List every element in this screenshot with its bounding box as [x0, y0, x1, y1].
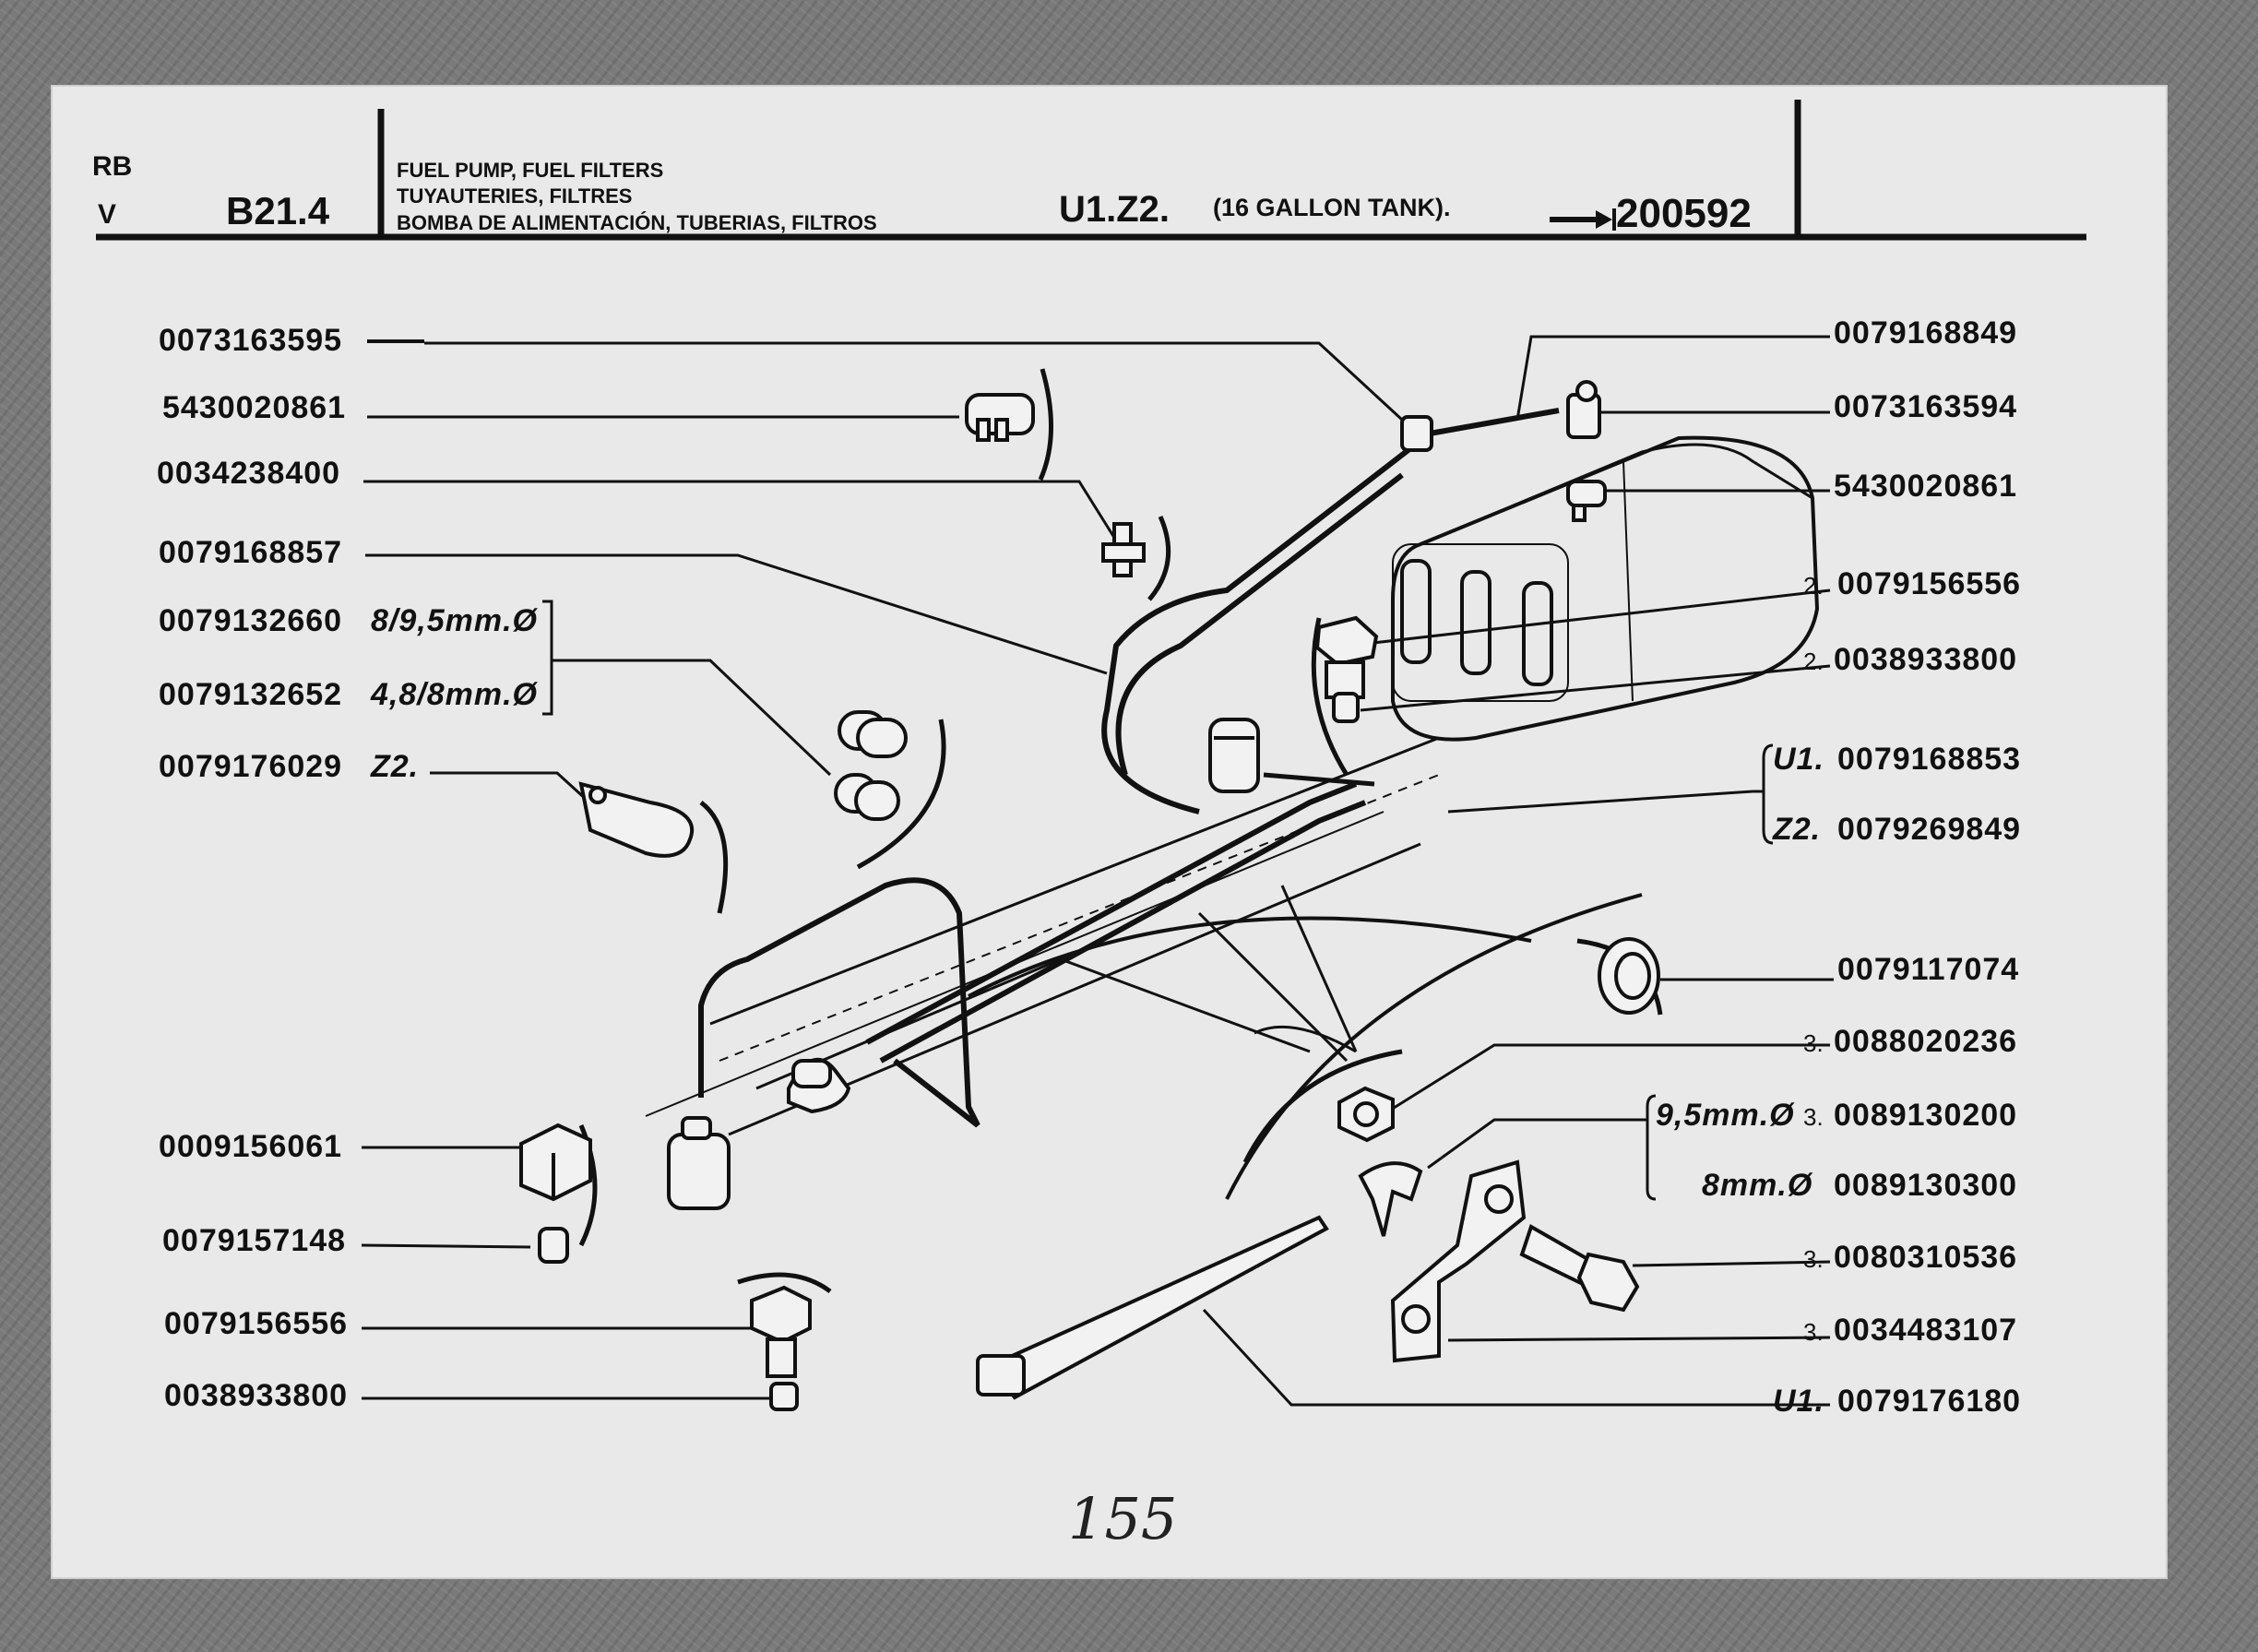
title-line-1: FUEL PUMP, FUEL FILTERS [397, 159, 663, 182]
right-part-number: 0079269849 [1837, 812, 2021, 847]
left-label-8: 0009156061 [159, 1129, 342, 1164]
left-label-1: 0073163595 [159, 323, 424, 358]
left-part-number: 0079156556 [164, 1306, 348, 1341]
right-part-spec: 9,5mm.Ø [1656, 1098, 1795, 1133]
right-part-prefix: Z2. [1772, 812, 1821, 847]
model-note: (16 GALLON TANK). [1213, 194, 1451, 221]
left-labels: 0073163595 5430020861 0034238400 0079168… [157, 323, 539, 1413]
left-part-number: 0073163595 [159, 323, 342, 358]
fuel-filter-canister [667, 1116, 731, 1210]
left-part-spec: Z2. [370, 749, 419, 784]
hex-nut [519, 1123, 592, 1202]
right-part-spec: 8mm.Ø [1702, 1168, 1813, 1203]
header-code-top: RB [92, 151, 132, 182]
title-line-3: BOMBA DE ALIMENTACIÓN, TUBERIAS, FILTROS [397, 211, 877, 234]
right-part-number: 5430020861 [1834, 469, 2017, 504]
left-part-number: 0079132660 [159, 603, 342, 638]
right-part-number: 0088020236 [1834, 1024, 2017, 1059]
right-part-prefix: 3. [1803, 1318, 1824, 1346]
right-part-number: 0079176180 [1837, 1384, 2021, 1419]
left-part-number: 5430020861 [162, 390, 346, 425]
left-label-2: 5430020861 [162, 390, 346, 425]
fuel-pump [787, 1057, 851, 1114]
right-part-prefix: U1. [1773, 742, 1824, 777]
left-part-number: 0079132652 [159, 677, 342, 712]
cable-tie [976, 1215, 1329, 1400]
grommet [1598, 937, 1660, 1015]
detail-circle-arcs [578, 368, 1663, 1294]
olive [1332, 692, 1360, 723]
left-label-6: 0079132652 4,8/8mm.Ø [159, 677, 539, 712]
elbow-connector [1400, 415, 1433, 452]
left-label-10: 0079156556 [164, 1306, 348, 1341]
inline-fuel-filter [1208, 718, 1260, 793]
page-number: 155 [1068, 1485, 1177, 1552]
left-label-11: 0038933800 [164, 1378, 348, 1413]
elbow-connector-tank [1566, 380, 1601, 439]
right-part-number: 0073163594 [1834, 389, 2017, 424]
right-part-number: 0038933800 [1834, 642, 2017, 677]
right-part-prefix: 3. [1803, 1245, 1824, 1273]
union-nut [1314, 615, 1379, 699]
right-part-prefix: 3. [1803, 1029, 1824, 1057]
left-part-spec: 4,8/8mm.Ø [370, 677, 539, 712]
double-pipe-clip [834, 710, 908, 821]
right-part-number: 0079117074 [1837, 952, 2019, 987]
left-label-3: 0034238400 [157, 456, 340, 491]
left-part-number: 0079176029 [159, 749, 342, 784]
left-part-number: 0038933800 [164, 1378, 348, 1413]
left-label-7: 0079176029 Z2. [159, 749, 419, 784]
small-hose-clamp [1566, 480, 1607, 522]
left-part-spec: 8/9,5mm.Ø [371, 603, 539, 638]
parts [519, 380, 1660, 1411]
right-part-prefix: 3. [1803, 1103, 1824, 1131]
right-part-number: 0079168853 [1837, 742, 2021, 777]
leader-lines [361, 335, 1834, 1407]
lock-nut [1337, 1086, 1395, 1143]
title-line-2: TUYAUTERIES, FILTRES [397, 184, 632, 208]
left-part-number: 0009156061 [159, 1129, 342, 1164]
right-labels: 0079168849 0073163594 5430020861 2. 0079… [1646, 315, 2021, 1419]
fuel-tank [1391, 435, 1820, 742]
right-part-prefix: U1. [1773, 1384, 1824, 1419]
bracket-plate [1390, 1159, 1527, 1363]
right-part-number: 0079168849 [1834, 315, 2017, 351]
bolt [1519, 1224, 1640, 1313]
right-part-number: 0034483107 [1834, 1313, 2017, 1348]
left-label-4: 0079168857 [159, 535, 342, 570]
serial-arrow-head [1596, 210, 1612, 229]
right-part-prefix: 2. [1803, 648, 1824, 675]
right-part-number: 0089130200 [1834, 1098, 2017, 1133]
union-nut-lower [750, 1285, 812, 1378]
section-number: B21.4 [226, 189, 330, 232]
right-part-prefix: 2. [1803, 572, 1824, 600]
pipe-clip-small [1358, 1161, 1423, 1237]
right-part-number: 0080310536 [1834, 1240, 2017, 1275]
serial-number: 200592 [1616, 191, 1752, 236]
left-label-9: 0079157148 [162, 1223, 346, 1258]
header-code-bottom: V [98, 199, 116, 230]
p-clip [578, 781, 695, 858]
left-part-number: 0079157148 [162, 1223, 346, 1258]
left-label-5: 0079132660 8/9,5mm.Ø [159, 603, 539, 638]
ferrule [538, 1227, 569, 1264]
right-part-number: 0079156556 [1837, 566, 2021, 601]
left-part-number: 0079168857 [159, 535, 342, 570]
model-code: U1.Z2. [1059, 189, 1170, 230]
left-part-number: 0034238400 [157, 456, 340, 491]
header: RB V B21.4 FUEL PUMP, FUEL FILTERS TUYAU… [92, 100, 2086, 241]
hose-clamp [965, 393, 1035, 442]
right-part-number: 0089130300 [1834, 1168, 2017, 1203]
olive-lower [769, 1382, 799, 1411]
tee-connector [1101, 522, 1146, 577]
